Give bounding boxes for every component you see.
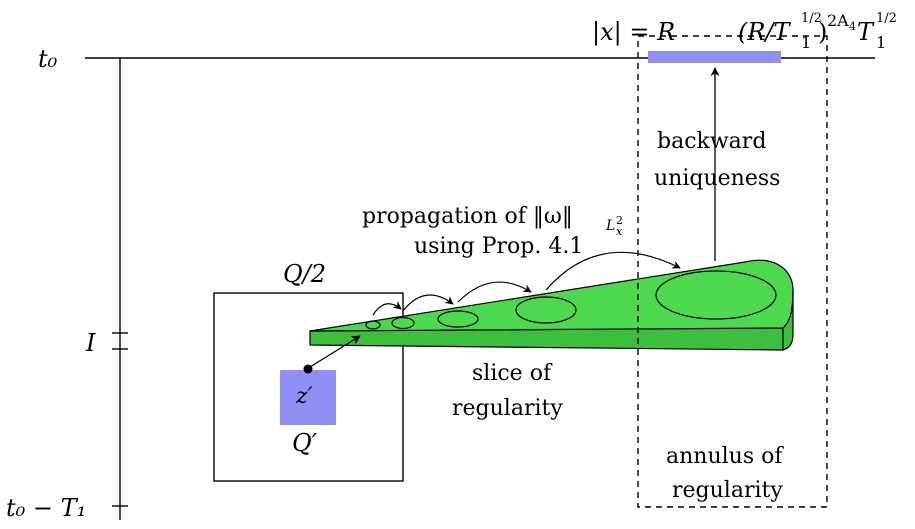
scale-sub: 1: [801, 33, 811, 52]
annulus-label-line1: annulus of: [666, 444, 784, 469]
top-blue-patch: [648, 51, 781, 63]
hop-arrow-4: [545, 251, 681, 291]
scale-T-sub: 1: [876, 33, 886, 52]
arrow-z-to-wedge: [309, 335, 361, 368]
scale-exp-sub: 4: [849, 20, 856, 33]
wedge-end-face: [782, 289, 794, 351]
scale-base: (R/T: [738, 18, 792, 46]
point-z-prime-label: z′: [295, 384, 313, 409]
radius-equation-label: |x| = R: [592, 18, 675, 47]
propagation-line2: using Prop. 4.1: [414, 234, 583, 259]
scale-exp: 2A: [827, 11, 849, 30]
t0-label: t₀: [38, 45, 58, 73]
interval-label: I: [85, 329, 96, 357]
hop-arrow-3: [457, 281, 532, 303]
slice-label-line2: regularity: [452, 396, 563, 421]
wedge-ellipse-2: [391, 316, 415, 330]
wedge-ellipse-1: [365, 320, 381, 330]
propagation-sup: 2: [616, 214, 623, 227]
hop-arrow-2: [402, 294, 454, 312]
propagation-label: propagation of ‖ω‖ L x 2: [362, 204, 623, 238]
scale-expression: (R/T 1 1/2 ) 2A 4 T 1 1/2: [738, 11, 897, 52]
slice-label-line1: slice of: [472, 361, 553, 386]
hop-arrow-1: [372, 300, 402, 316]
scale-T: T: [857, 18, 875, 46]
outer-box-label: Q/2: [283, 260, 326, 288]
backward-label-line1: backward: [657, 129, 766, 154]
scale-T-half: 1/2: [876, 11, 897, 26]
inner-box-Q-prime: [280, 370, 336, 425]
t0-minus-T1-label: t₀ − T₁: [6, 494, 86, 522]
wedge-ellipse-5: [655, 270, 777, 320]
scale-close: ): [818, 18, 827, 46]
inner-box-label: Q′: [292, 429, 318, 457]
wedge-ellipse-4: [515, 296, 577, 324]
backward-label-line2: uniqueness: [654, 166, 780, 191]
wedge-ellipse-3: [437, 310, 479, 328]
scale-half: 1/2: [801, 11, 822, 26]
outer-box-Q-half: [213, 292, 404, 482]
wedge-side-face: [309, 327, 784, 351]
propagation-sub2: x: [616, 225, 623, 238]
propagation-line1: propagation of ‖ω‖: [362, 204, 573, 229]
propagation-sub: L: [605, 218, 615, 234]
annulus-label-line2: regularity: [672, 478, 783, 503]
